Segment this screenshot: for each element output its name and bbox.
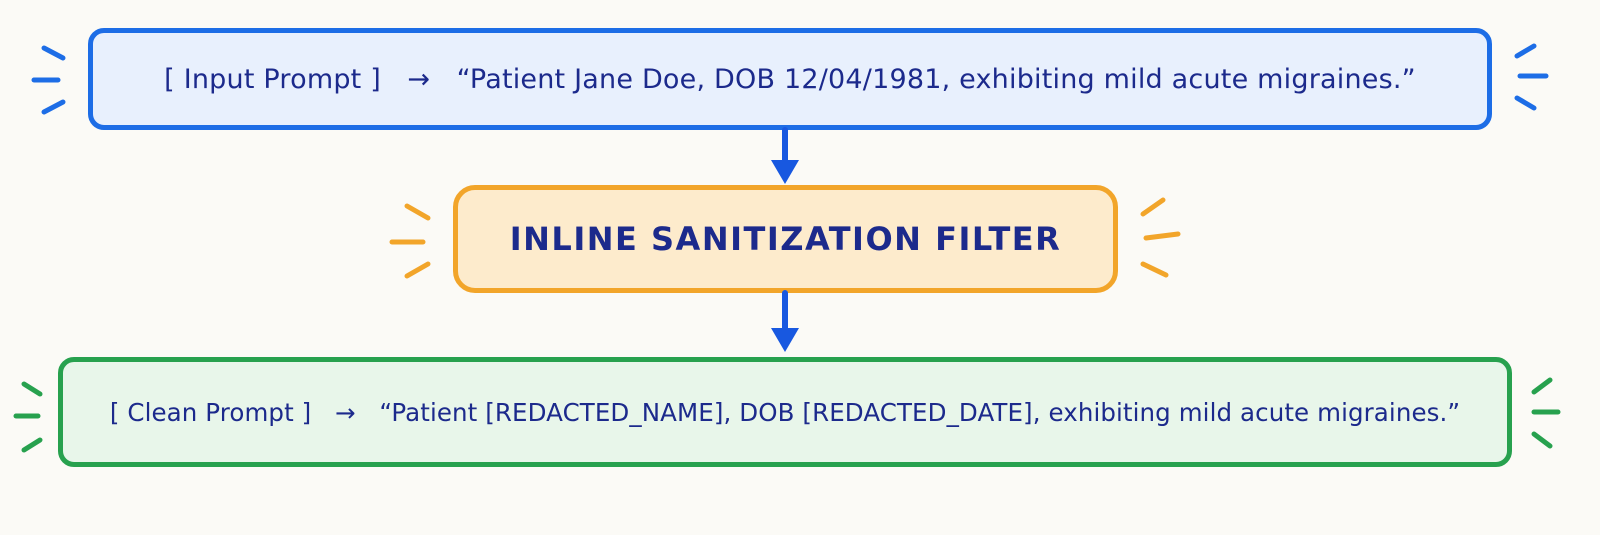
sparkle-lines-icon [31, 45, 66, 115]
clean-prompt-label: [ Clean Prompt ] [109, 397, 312, 427]
input-prompt-arrow: → [407, 63, 431, 95]
input-prompt-row: [ Input Prompt ] → “Patient Jane Doe, DO… [164, 64, 1416, 95]
sparkle-lines-icon [389, 203, 431, 279]
clean-prompt-text: “Patient [REDACTED_NAME], DOB [REDACTED_… [379, 397, 1461, 427]
clean-prompt-box: [ Clean Prompt ] → “Patient [REDACTED_NA… [58, 357, 1512, 467]
input-prompt-text: “Patient Jane Doe, DOB 12/04/1981, exhib… [456, 63, 1416, 95]
sparkle-lines-icon [13, 381, 43, 453]
sanitization-filter-box: INLINE SANITIZATION FILTER [453, 185, 1118, 293]
clean-prompt-arrow: → [335, 397, 356, 427]
input-prompt-box: [ Input Prompt ] → “Patient Jane Doe, DO… [88, 28, 1492, 130]
sparkle-lines-icon [1514, 43, 1549, 111]
sanitization-filter-label: INLINE SANITIZATION FILTER [509, 220, 1062, 258]
sparkle-lines-icon [1140, 197, 1181, 278]
arrow-down-icon [771, 290, 799, 352]
clean-prompt-row: [ Clean Prompt ] → “Patient [REDACTED_NA… [110, 398, 1460, 427]
sparkle-lines-icon [1531, 377, 1561, 449]
input-prompt-label: [ Input Prompt ] [164, 63, 381, 95]
arrow-down-icon [771, 127, 799, 184]
